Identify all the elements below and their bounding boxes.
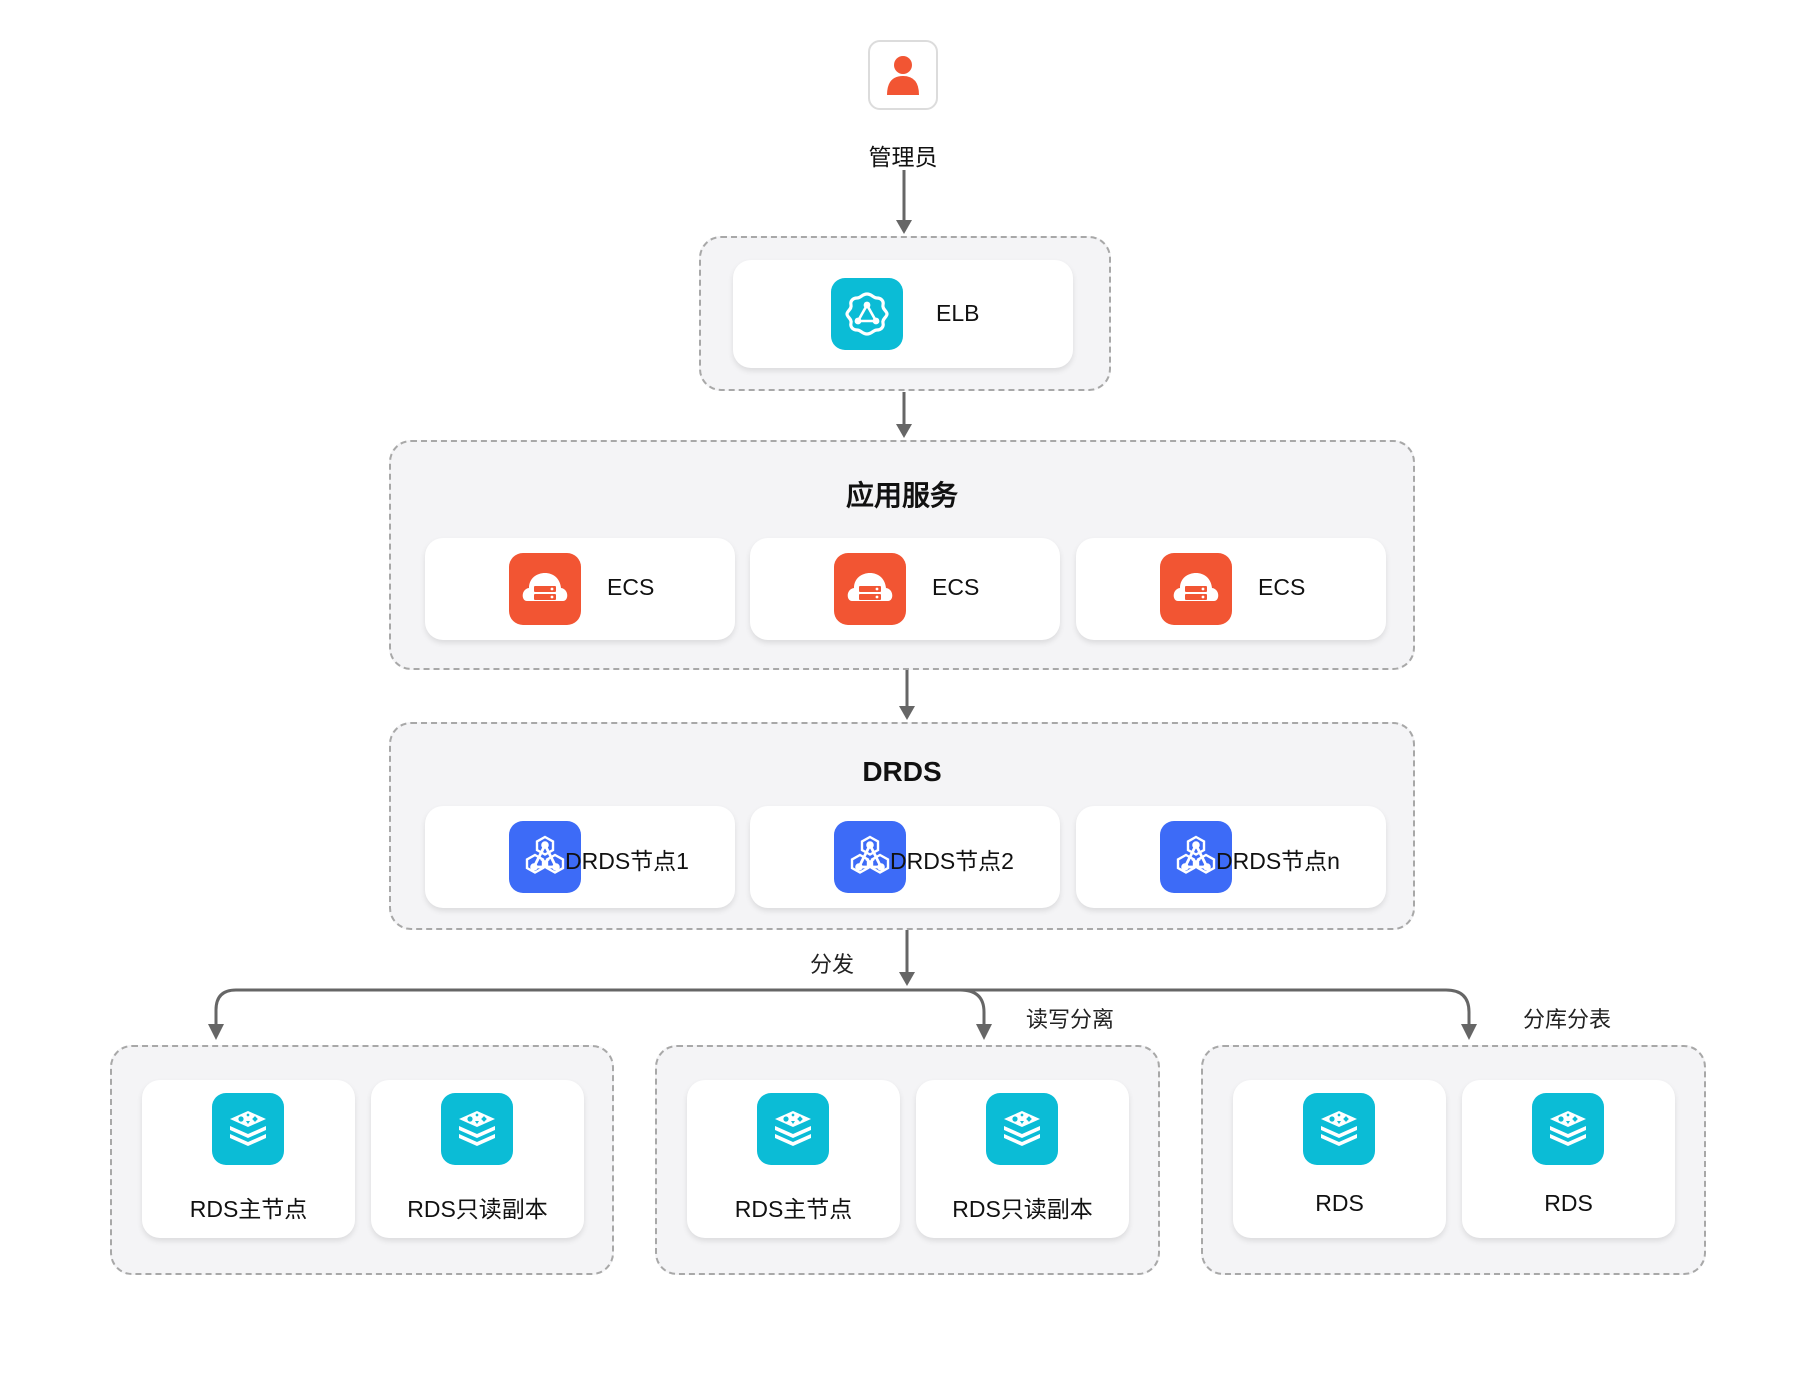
drds-node-label: DRDS节点2 bbox=[890, 848, 1014, 874]
rds-card[interactable]: RDS只读副本 bbox=[916, 1080, 1129, 1238]
sharding-label: 分库分表 bbox=[1522, 1007, 1612, 1032]
ecs-label: ECS bbox=[607, 574, 655, 600]
admin-label: 管理员 bbox=[868, 144, 938, 170]
elb-label: ELB bbox=[936, 300, 980, 326]
rds-database-icon bbox=[986, 1093, 1058, 1165]
rds-label: RDS主节点 bbox=[189, 1196, 308, 1222]
rw-split-label: 读写分离 bbox=[1025, 1007, 1115, 1032]
drds-node-label: DRDS节点n bbox=[1216, 848, 1340, 874]
drds-node-card[interactable]: DRDS节点n bbox=[1076, 806, 1386, 908]
rds-card[interactable]: RDS bbox=[1462, 1080, 1675, 1238]
rds-card[interactable]: RDS只读副本 bbox=[371, 1080, 584, 1238]
distribute-label: 分发 bbox=[809, 952, 855, 977]
rds-database-icon bbox=[441, 1093, 513, 1165]
rds-label: RDS只读副本 bbox=[407, 1196, 548, 1222]
elb-group: ELB bbox=[699, 236, 1111, 391]
cloud-server-icon bbox=[834, 553, 906, 625]
drds-title: DRDS bbox=[862, 756, 942, 787]
branch-right bbox=[1445, 988, 1471, 1026]
ecs-card[interactable]: ECS bbox=[750, 538, 1060, 640]
elb-card[interactable]: ELB bbox=[733, 260, 1073, 368]
ecs-label: ECS bbox=[1258, 574, 1306, 600]
branch-middle bbox=[959, 988, 986, 1026]
ecs-label: ECS bbox=[932, 574, 980, 600]
cloud-server-icon bbox=[1160, 553, 1232, 625]
user-icon bbox=[887, 56, 919, 95]
rds-label: RDS bbox=[1544, 1190, 1593, 1216]
drds-icon bbox=[834, 821, 906, 893]
app-service-title: 应用服务 bbox=[845, 480, 958, 511]
load-balancer-icon bbox=[831, 278, 903, 350]
ecs-card[interactable]: ECS bbox=[1076, 538, 1386, 640]
admin-icon-box[interactable] bbox=[868, 40, 938, 110]
rds-database-icon bbox=[1532, 1093, 1604, 1165]
rds-database-icon bbox=[1303, 1093, 1375, 1165]
branch-left bbox=[214, 988, 237, 1026]
rds-database-icon bbox=[212, 1093, 284, 1165]
cloud-server-icon bbox=[509, 553, 581, 625]
rds-label: RDS bbox=[1315, 1190, 1364, 1216]
drds-icon bbox=[1160, 821, 1232, 893]
drds-node-card[interactable]: DRDS节点2 bbox=[750, 806, 1060, 908]
rds-database-icon bbox=[757, 1093, 829, 1165]
drds-node-label: DRDS节点1 bbox=[565, 848, 689, 874]
rds-card[interactable]: RDS主节点 bbox=[687, 1080, 900, 1238]
ecs-card[interactable]: ECS bbox=[425, 538, 735, 640]
drds-icon bbox=[509, 821, 581, 893]
rds-label: RDS只读副本 bbox=[952, 1196, 1093, 1222]
rds-card[interactable]: RDS主节点 bbox=[142, 1080, 355, 1238]
rds-card[interactable]: RDS bbox=[1233, 1080, 1446, 1238]
rds-label: RDS主节点 bbox=[734, 1196, 853, 1222]
drds-node-card[interactable]: DRDS节点1 bbox=[425, 806, 735, 908]
